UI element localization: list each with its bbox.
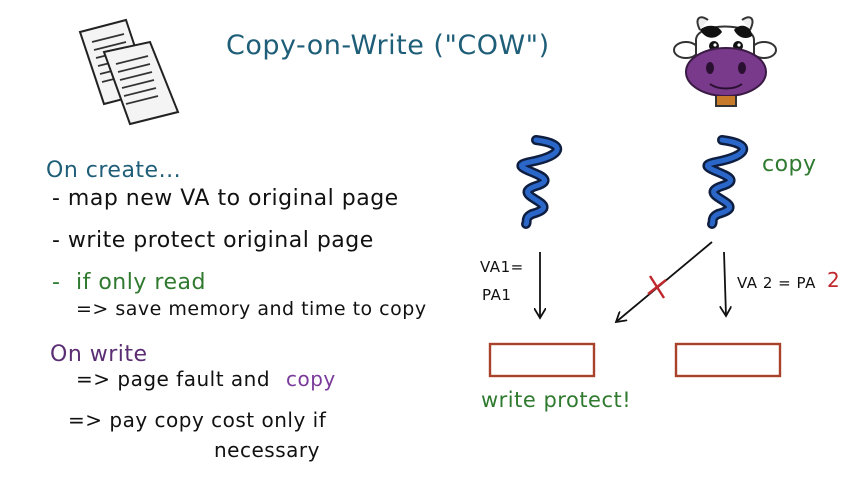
- va2-arrow: [724, 251, 726, 316]
- create-bullet-write-protect: - write protect original page: [52, 228, 374, 253]
- write-protect-label: write protect!: [481, 388, 632, 412]
- slide-title: Copy-on-Write ("COW"): [226, 30, 550, 61]
- documents-icon: [78, 18, 180, 126]
- write-bullet-necessary: necessary: [214, 438, 320, 462]
- va2-label-suffix: 2: [827, 268, 841, 292]
- read-sub-bullet: => save memory and time to copy: [76, 298, 427, 320]
- on-write-heading: On write: [50, 342, 148, 367]
- cross-mark-icon: [647, 275, 667, 299]
- cow-icon: [673, 16, 777, 107]
- original-page-box: [488, 342, 596, 378]
- write-bullet-page-fault: => page fault and: [76, 367, 271, 391]
- va2-label: VA 2 = PA: [737, 274, 816, 292]
- read-bullet: if only read: [76, 270, 206, 295]
- va1-label: VA1=: [480, 258, 524, 276]
- write-bullet-copy-word: copy: [286, 367, 336, 391]
- copied-page-box: [674, 342, 782, 378]
- create-bullet-map-va: - map new VA to original page: [52, 186, 399, 211]
- copy-label: copy: [762, 152, 817, 177]
- write-bullet-pay-cost: => pay copy cost only if: [68, 408, 327, 432]
- pa1-label: PA1: [482, 286, 512, 304]
- on-create-heading: On create...: [46, 158, 182, 183]
- read-bullet-dash: -: [52, 270, 61, 295]
